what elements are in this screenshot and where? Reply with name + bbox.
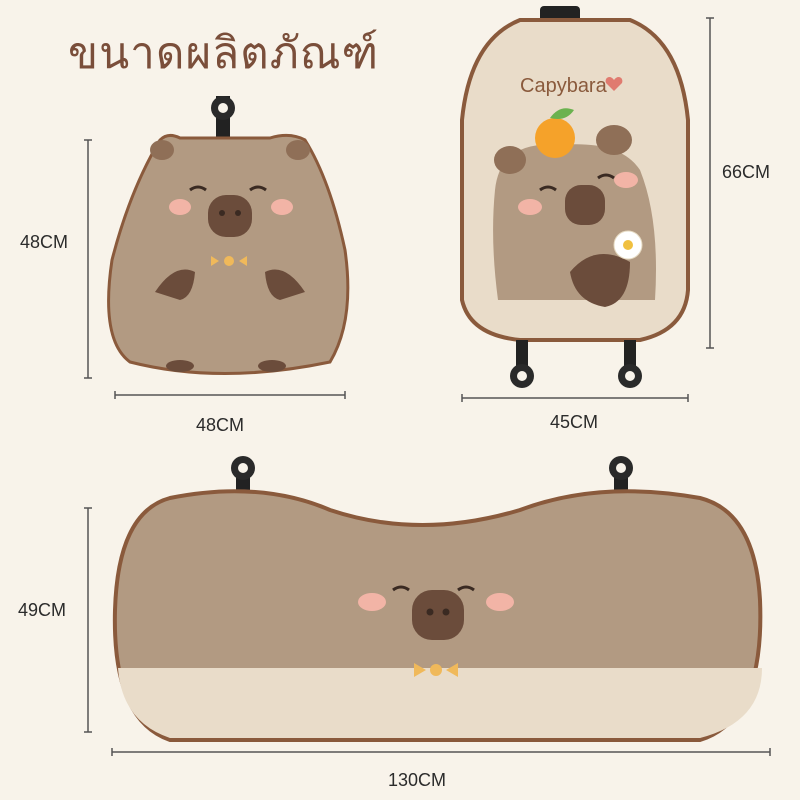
dimension-lines	[84, 17, 771, 756]
bench-height-label: 49CM	[18, 600, 67, 620]
seat-width-label: 48CM	[196, 415, 245, 435]
seat-cushion	[107, 96, 350, 375]
backrest-height-label: 66CM	[722, 162, 771, 182]
page-title: ขนาดผลิตภัณฑ์	[68, 28, 380, 79]
seat-height-label: 48CM	[20, 232, 69, 252]
brand-text: Capybara	[520, 75, 608, 97]
backrest-cover: Capybara	[460, 6, 690, 388]
rear-bench-cushion	[112, 456, 763, 742]
backrest-width-label: 45CM	[550, 412, 599, 432]
bench-width-label: 130CM	[388, 770, 447, 790]
